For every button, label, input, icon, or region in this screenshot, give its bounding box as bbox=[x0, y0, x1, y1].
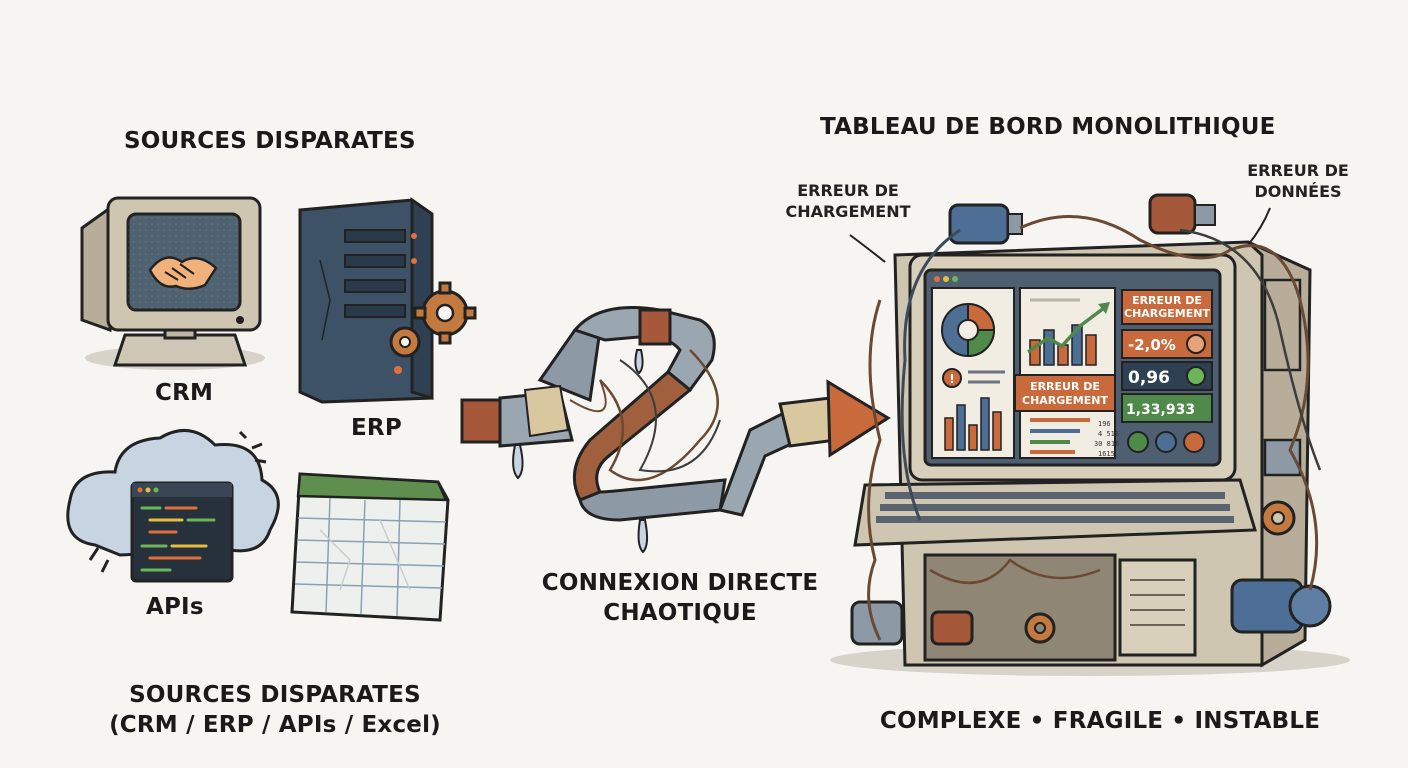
motor-icon-3 bbox=[1230, 578, 1332, 634]
sources-footer-line1: SOURCES DISPARATES bbox=[129, 682, 421, 708]
screen-error-1-line2: CHARGEMENT bbox=[1124, 307, 1210, 320]
gear-icon-2 bbox=[1260, 500, 1296, 536]
erp-server-icon bbox=[298, 197, 477, 404]
dashboard-title: TABLEAU DE BORD MONOLITHIQUE bbox=[820, 114, 1276, 140]
chaotic-pipe-connection bbox=[460, 306, 891, 554]
list-value-1: 196 bbox=[1098, 420, 1111, 428]
apis-label: APIs bbox=[146, 594, 204, 620]
sources-footer-line2: (CRM / ERP / APIs / Excel) bbox=[109, 712, 441, 738]
motor-icon bbox=[948, 203, 1023, 245]
data-error-note-line1: ERREUR DE bbox=[1247, 161, 1349, 180]
motor-icon-4 bbox=[850, 600, 974, 646]
monolithic-dashboard-machine: ! bbox=[830, 193, 1350, 676]
loading-error-pointer bbox=[849, 234, 886, 263]
loading-error-note: ERREUR DE CHARGEMENT bbox=[768, 180, 928, 222]
erp-label: ERP bbox=[351, 415, 402, 441]
metric-value-3: 1,33,933 bbox=[1126, 402, 1195, 418]
dashboard-footer: COMPLEXE • FRAGILE • INSTABLE bbox=[879, 708, 1321, 734]
motor-icon-2 bbox=[1148, 193, 1216, 235]
loading-error-banner-2 bbox=[1014, 374, 1116, 412]
metric-value-2: 0,96 bbox=[1128, 368, 1170, 388]
data-error-note: ERREUR DE DONNÉES bbox=[1228, 160, 1368, 202]
connection-label-line1: CONNEXION DIRECTE bbox=[541, 570, 819, 596]
crm-label: CRM bbox=[155, 380, 214, 406]
connection-label-line2: CHAOTIQUE bbox=[603, 600, 757, 626]
loading-error-note-line2: CHARGEMENT bbox=[785, 202, 911, 221]
sources-title: SOURCES DISPARATES bbox=[124, 128, 416, 154]
data-error-pointer bbox=[1247, 207, 1271, 246]
metric-card-3 bbox=[1121, 393, 1213, 423]
loading-error-banner-1 bbox=[1121, 289, 1213, 325]
svg-text:!: ! bbox=[949, 372, 954, 386]
gear-icon bbox=[1024, 612, 1056, 644]
warning-icon bbox=[942, 368, 962, 388]
list-value-4: 1615 bbox=[1098, 450, 1115, 458]
apis-cloud-icon bbox=[66, 428, 280, 583]
list-value-2: 4 516 bbox=[1098, 430, 1119, 438]
screen-error-2-line1: ERREUR DE bbox=[1030, 380, 1100, 393]
crm-monitor-icon bbox=[80, 196, 265, 370]
data-error-note-line2: DONNÉES bbox=[1254, 182, 1342, 201]
metric-value-1: -2,0% bbox=[1128, 336, 1176, 354]
loading-error-note-line1: ERREUR DE bbox=[797, 181, 899, 200]
screen-error-1-line1: ERREUR DE bbox=[1132, 294, 1202, 307]
excel-sheet-icon bbox=[290, 472, 450, 622]
screen-error-2-line2: CHARGEMENT bbox=[1022, 394, 1108, 407]
list-value-3: 30 816 bbox=[1094, 440, 1119, 448]
